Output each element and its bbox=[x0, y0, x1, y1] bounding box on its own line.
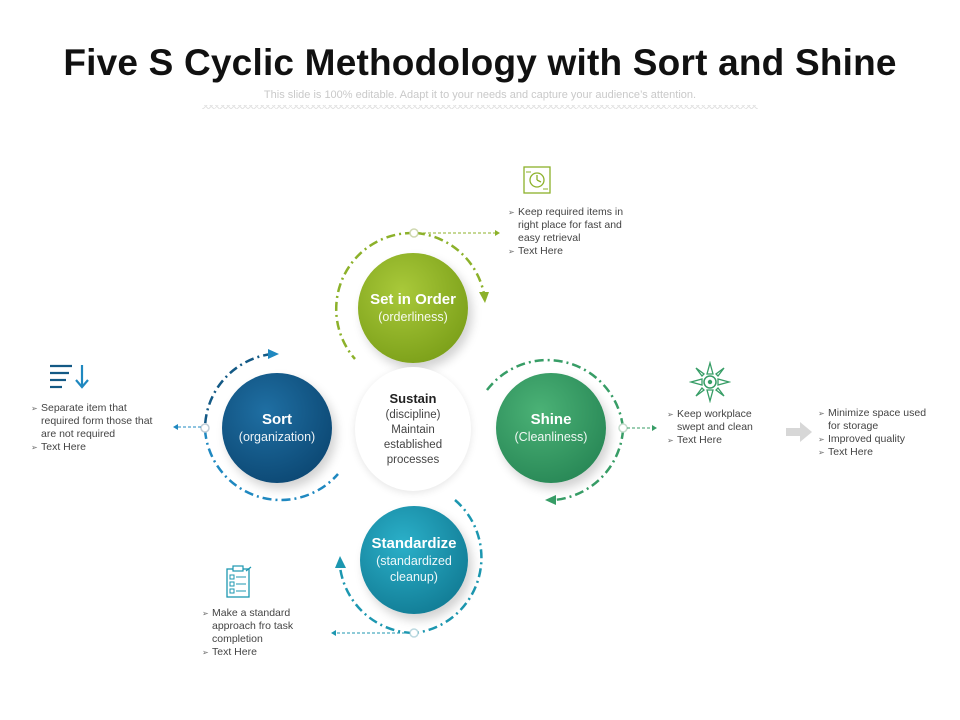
shine-node bbox=[618, 423, 628, 433]
sort-arc-lower bbox=[203, 429, 339, 502]
set-in-order-arc bbox=[334, 231, 415, 360]
shine-meaning: (Cleanliness) bbox=[514, 430, 588, 444]
list-item: Separate item that required form those t… bbox=[31, 402, 159, 441]
standardize-meaning: (standardized cleanup) bbox=[376, 554, 452, 584]
list-item: Text Here bbox=[667, 434, 779, 447]
sustain-circle: Sustain (discipline) Maintain establishe… bbox=[355, 367, 471, 491]
standardize-title: Standardize bbox=[371, 535, 457, 552]
standardize-arrowhead bbox=[335, 556, 346, 568]
standardize-circle: Standardize (standardized cleanup) bbox=[360, 506, 468, 614]
sort-meaning: (organization) bbox=[238, 430, 316, 444]
clock-board-icon bbox=[523, 166, 551, 194]
standardize-arc-left bbox=[338, 566, 414, 635]
list-item: Text Here bbox=[31, 441, 159, 454]
shine-bullets: Keep workplace swept and clean Text Here bbox=[667, 408, 779, 447]
sort-title: Sort bbox=[262, 411, 292, 428]
list-item: Text Here bbox=[508, 245, 633, 258]
subtitle-divider bbox=[202, 105, 758, 109]
sustain-title: Sustain bbox=[389, 391, 437, 406]
list-item: Minimize space used for storage bbox=[818, 407, 936, 433]
shine-arc-lower bbox=[553, 429, 625, 502]
shine-arrowhead bbox=[545, 495, 556, 505]
sun-icon bbox=[689, 361, 731, 403]
sort-arrowhead bbox=[268, 349, 279, 359]
list-item: Text Here bbox=[818, 446, 936, 459]
slide-subtitle: This slide is 100% editable. Adapt it to… bbox=[263, 89, 697, 101]
sustain-meaning: (discipline) Maintain established proces… bbox=[383, 409, 443, 466]
slide-title: Five S Cyclic Methodology with Sort and … bbox=[63, 42, 897, 83]
sort-node bbox=[200, 423, 210, 433]
set-in-order-meaning: (orderliness) bbox=[378, 310, 448, 324]
set-in-order-arrowhead bbox=[479, 292, 489, 303]
right-arrow-icon bbox=[786, 422, 812, 442]
sort-bullets: Separate item that required form those t… bbox=[31, 402, 159, 454]
shine-arc bbox=[486, 358, 625, 429]
standardize-arc bbox=[414, 499, 483, 635]
list-item: Keep required items in right place for f… bbox=[508, 206, 633, 245]
list-item: Improved quality bbox=[818, 433, 936, 446]
set-in-order-circle: Set in Order (orderliness) bbox=[358, 253, 468, 363]
set-in-order-node bbox=[409, 228, 419, 238]
shine-title: Shine bbox=[530, 411, 572, 428]
sort-list-icon bbox=[50, 364, 89, 389]
standardize-node bbox=[409, 628, 419, 638]
shine-extra-bullets: Minimize space used for storage Improved… bbox=[818, 407, 936, 459]
shine-circle: Shine (Cleanliness) bbox=[496, 373, 606, 483]
list-item: Text Here bbox=[202, 646, 320, 659]
sort-circle: Sort (organization) bbox=[222, 373, 332, 483]
set-in-order-title: Set in Order bbox=[370, 291, 456, 308]
standardize-bullets: Make a standard approach fro task comple… bbox=[202, 607, 320, 659]
list-item: Keep workplace swept and clean bbox=[667, 408, 779, 434]
list-item: Make a standard approach fro task comple… bbox=[202, 607, 320, 646]
sort-arc bbox=[203, 352, 273, 429]
set-in-order-bullets: Keep required items in right place for f… bbox=[508, 206, 633, 258]
checklist-icon bbox=[226, 565, 252, 598]
